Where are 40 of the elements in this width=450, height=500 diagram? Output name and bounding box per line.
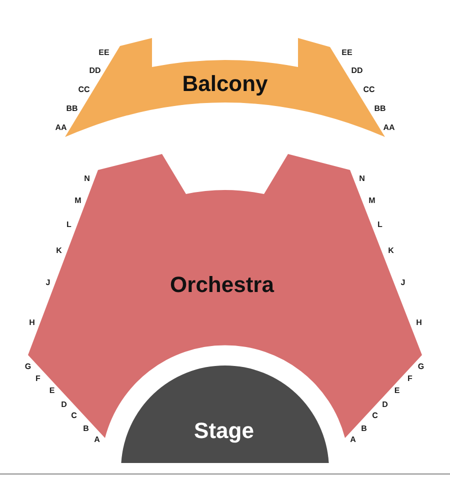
row-label: M — [368, 197, 376, 205]
row-label: EE — [98, 49, 110, 57]
row-label: B — [361, 425, 367, 433]
row-label: L — [378, 221, 382, 229]
row-label: L — [66, 221, 72, 229]
row-label: EE — [342, 49, 352, 57]
row-label: F — [36, 375, 40, 383]
row-label: E — [394, 387, 400, 395]
row-label: C — [372, 412, 378, 420]
row-label: N — [359, 175, 365, 183]
row-label: BB — [66, 105, 78, 113]
row-label: G — [24, 363, 32, 371]
row-label: DD — [89, 67, 101, 75]
row-label: E — [49, 387, 55, 395]
row-label: M — [74, 197, 82, 205]
row-label: K — [388, 247, 394, 255]
row-label: DD — [351, 67, 363, 75]
row-label: CC — [78, 86, 90, 94]
stage-label: Stage — [194, 420, 254, 442]
row-label: D — [382, 401, 388, 409]
row-label: D — [61, 401, 67, 409]
stage-area — [121, 365, 329, 463]
row-label: BB — [374, 105, 386, 113]
row-label: G — [418, 363, 424, 371]
row-label: A — [350, 436, 356, 444]
row-label: K — [56, 247, 62, 255]
section-label: Balcony — [182, 73, 268, 95]
row-label: CC — [363, 86, 375, 94]
row-label: A — [94, 436, 100, 444]
row-label: B — [83, 425, 89, 433]
row-label: H — [29, 319, 35, 327]
section-label: Orchestra — [170, 274, 274, 296]
row-label: H — [416, 319, 422, 327]
row-label: J — [46, 279, 50, 287]
row-label: J — [400, 279, 406, 287]
row-label: C — [71, 412, 77, 420]
row-label: N — [84, 175, 90, 183]
row-label: AA — [383, 124, 395, 132]
row-label: F — [408, 375, 412, 383]
row-label: AA — [55, 124, 67, 132]
